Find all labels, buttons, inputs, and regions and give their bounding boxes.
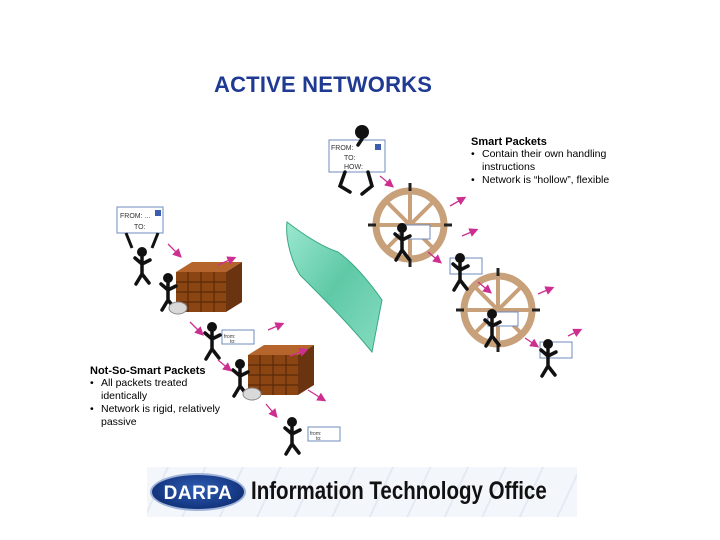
smart-packets-bullet: Contain their own handling instructions <box>471 148 621 174</box>
envelope-from-text: from: <box>310 431 321 437</box>
envelope-to-text: to: <box>230 339 236 345</box>
smart-packets-list: Contain their own handling instructions … <box>471 148 621 187</box>
packet-runner: from: to: <box>203 320 255 361</box>
smart-packet-runner <box>483 307 519 348</box>
darpa-logo: DARPA <box>150 473 246 511</box>
envelope-from-text: from: <box>224 334 235 340</box>
smart-packets-bullet: Network is “hollow”, flexible <box>471 174 621 187</box>
office-name: Information Technology Office <box>251 477 547 505</box>
not-so-smart-packets-list: All packets treated identically Network … <box>90 377 230 429</box>
envelope-to-text: TO: <box>344 155 356 162</box>
darpa-logo-text: DARPA <box>163 483 233 504</box>
flow-arrows <box>167 175 583 418</box>
envelope-from-text: FROM: <box>331 145 354 152</box>
network-membrane <box>286 221 383 354</box>
sender-with-sign: FROM: ... TO: <box>116 206 164 286</box>
smart-packet-runner <box>449 251 483 292</box>
envelope-how-text: HOW: <box>344 164 363 171</box>
envelope-from-text: FROM: ... <box>120 213 150 220</box>
not-so-smart-packets-bullet: All packets treated identically <box>90 377 230 403</box>
packet-runner: from: to: <box>283 415 341 456</box>
not-so-smart-packets-heading: Not-So-Smart Packets <box>90 365 206 377</box>
slide-title: ACTIVE NETWORKS <box>214 72 433 97</box>
sender-with-smart-sign: FROM: TO: HOW: <box>328 125 386 196</box>
smart-packet-runner <box>539 337 573 378</box>
router-shelf <box>247 344 315 396</box>
envelope-to-text: TO: <box>134 224 146 231</box>
not-so-smart-packets-bullet: Network is rigid, relatively passive <box>90 403 230 429</box>
not-so-smart-packets-panel: Not-So-Smart Packets All packets treated… <box>90 365 230 429</box>
smart-packets-panel: Smart Packets Contain their own handling… <box>471 136 621 187</box>
envelope-to-text: to: <box>316 436 322 442</box>
smart-packet-runner <box>393 221 431 262</box>
smart-packets-heading: Smart Packets <box>471 136 547 148</box>
darpa-banner: DARPA Information Technology Office <box>147 467 577 517</box>
